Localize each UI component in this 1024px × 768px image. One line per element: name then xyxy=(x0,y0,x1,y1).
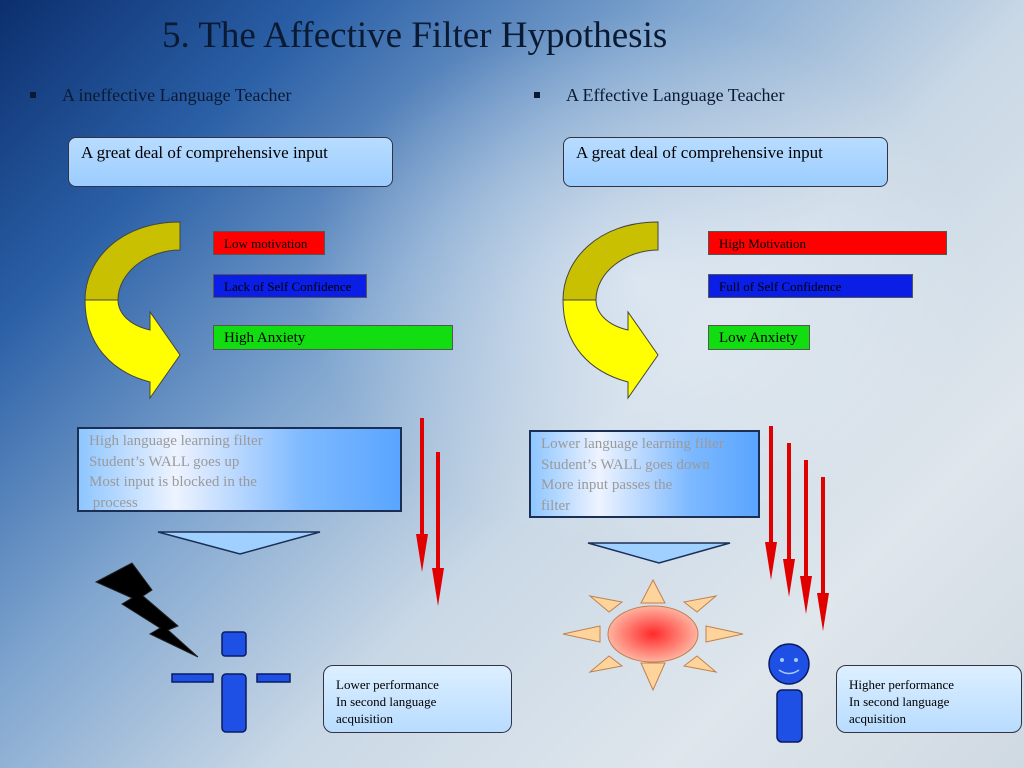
right-curved-arrow xyxy=(562,221,659,400)
left-factor-confidence: Lack of Self Confidence xyxy=(213,274,367,298)
left-performance-line: In second language xyxy=(336,694,437,709)
left-filter-line: Student’s WALL goes up xyxy=(89,453,240,470)
left-filter-line: Most input is blocked in the xyxy=(89,474,257,490)
right-factor-confidence: Full of Self Confidence xyxy=(708,274,913,298)
right-performance-line: In second language xyxy=(849,694,950,709)
bullet-square-icon xyxy=(534,91,540,98)
right-filter-line: Lower language learning filter xyxy=(541,436,724,452)
happy-student-figure xyxy=(768,643,810,743)
right-filter-line: filter xyxy=(541,497,571,514)
sad-student-figure xyxy=(171,631,291,733)
left-curved-arrow xyxy=(84,221,181,400)
left-input-box: A great deal of comprehensive input xyxy=(68,137,393,187)
left-performance-box: Lower performance In second language acq… xyxy=(323,665,512,733)
right-performance-line: acquisition xyxy=(849,711,907,726)
right-filter-line: Student’s WALL goes down xyxy=(541,456,710,473)
right-heading: A Effective Language Teacher xyxy=(534,85,784,106)
slide-title: 5. The Affective Filter Hypothesis xyxy=(162,15,668,56)
right-performance-line: Higher performance xyxy=(849,677,955,692)
left-heading-text: A ineffective Language Teacher xyxy=(62,85,292,105)
sun-icon xyxy=(562,578,744,692)
right-factor-motivation: High Motivation xyxy=(708,231,947,255)
left-filter-box: High language learning filter Student’s … xyxy=(77,427,402,512)
right-heading-text: A Effective Language Teacher xyxy=(566,85,785,105)
right-filter-arrow xyxy=(587,542,731,564)
left-filter-line: process xyxy=(89,494,138,511)
left-factor-motivation: Low motivation xyxy=(213,231,325,255)
left-red-arrows xyxy=(416,418,444,606)
right-performance-box: Higher performance In second language ac… xyxy=(836,665,1022,733)
left-performance-line: acquisition xyxy=(336,711,394,726)
right-factor-anxiety: Low Anxiety xyxy=(708,325,810,350)
left-filter-line: High language learning filter xyxy=(89,433,263,449)
right-input-box: A great deal of comprehensive input xyxy=(563,137,888,187)
lightning-bolt-icon xyxy=(94,562,199,658)
left-filter-arrow xyxy=(157,531,321,555)
right-filter-box: Lower language learning filter Student’s… xyxy=(529,430,760,518)
right-filter-line: More input passes the xyxy=(541,477,673,493)
left-factor-anxiety: High Anxiety xyxy=(213,325,453,350)
bullet-square-icon xyxy=(30,91,36,98)
left-heading: A ineffective Language Teacher xyxy=(30,85,291,106)
left-performance-line: Lower performance xyxy=(336,677,439,692)
right-red-arrows xyxy=(765,426,829,631)
